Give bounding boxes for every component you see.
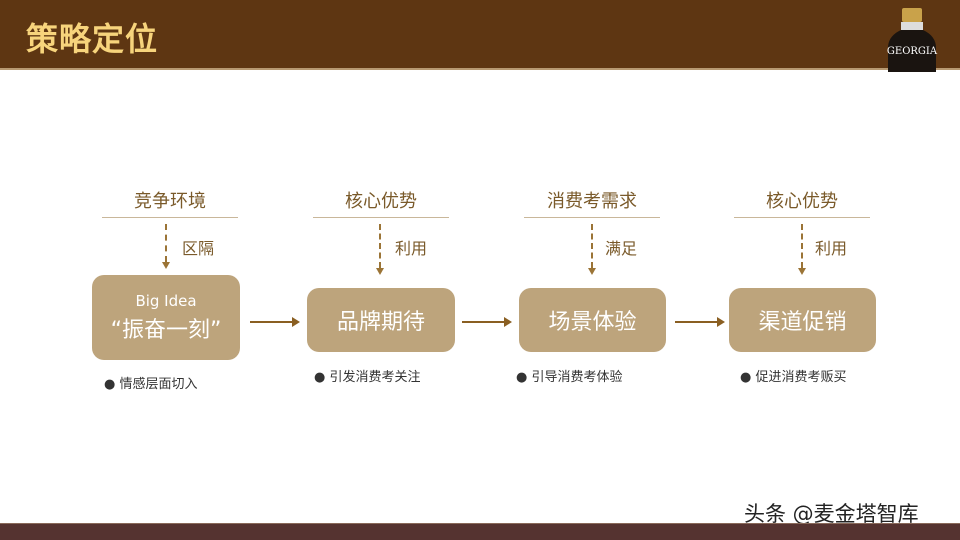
arrow-down-icon — [798, 268, 806, 275]
divider — [524, 217, 660, 218]
box-brand-expectation: 品牌期待 — [307, 288, 455, 352]
svg-text:GEORGIA: GEORGIA — [887, 46, 938, 57]
heading-competition: 竞争环境 — [134, 191, 206, 212]
box-scene-experience: 场景体验 — [519, 288, 666, 352]
box-title: 品牌期待 — [336, 310, 425, 335]
connector-label: 利用 — [815, 239, 848, 258]
arrow-right-icon — [250, 317, 300, 327]
bullet-text: 引导消费考体验 — [531, 370, 623, 385]
box-title: 渠道促销 — [758, 310, 847, 335]
watermark: 头条 @麦金塔智库 — [744, 502, 919, 526]
connector-label: 满足 — [605, 239, 638, 258]
box-big-idea: Big Idea “振奋一刻” — [92, 275, 240, 360]
page-title: 策略定位 — [26, 20, 159, 58]
divider — [734, 217, 870, 218]
bullet-item: ● 引导消费考体验 — [516, 370, 623, 385]
header-bar: 策略定位 GEORGIA — [0, 0, 960, 72]
arrow-down-icon — [162, 262, 170, 269]
bullet-item: ● 情感层面切入 — [104, 377, 198, 392]
arrow-down-icon — [376, 268, 384, 275]
dashed-arrow — [165, 224, 167, 262]
arrow-right-icon — [675, 317, 725, 327]
heading-core-advantage: 核心优势 — [345, 191, 417, 212]
bullet-text: 促进消费考贩买 — [755, 370, 847, 385]
heading-consumer-need: 消费考需求 — [547, 191, 637, 212]
box-title: “振奋一刻” — [110, 317, 222, 343]
arrow-down-icon — [588, 268, 596, 275]
bullet-item: ● 引发消费考关注 — [314, 370, 421, 385]
bullet-text: 引发消费考关注 — [329, 370, 421, 385]
box-channel-promotion: 渠道促销 — [729, 288, 876, 352]
divider — [102, 217, 238, 218]
box-title: 场景体验 — [548, 310, 637, 335]
box-subtitle: Big Idea — [135, 291, 197, 310]
georgia-bottle-logo: GEORGIA — [887, 8, 938, 72]
dashed-arrow — [379, 224, 381, 268]
heading-core-advantage-2: 核心优势 — [766, 191, 838, 212]
divider — [313, 217, 449, 218]
connector-label: 区隔 — [182, 239, 215, 258]
dashed-arrow — [801, 224, 803, 268]
bullet-item: ● 促进消费考贩买 — [740, 370, 847, 385]
connector-label: 利用 — [395, 239, 428, 258]
footer-bar — [0, 523, 960, 540]
dashed-arrow — [591, 224, 593, 268]
arrow-right-icon — [462, 317, 512, 327]
bullet-text: 情感层面切入 — [119, 377, 198, 392]
